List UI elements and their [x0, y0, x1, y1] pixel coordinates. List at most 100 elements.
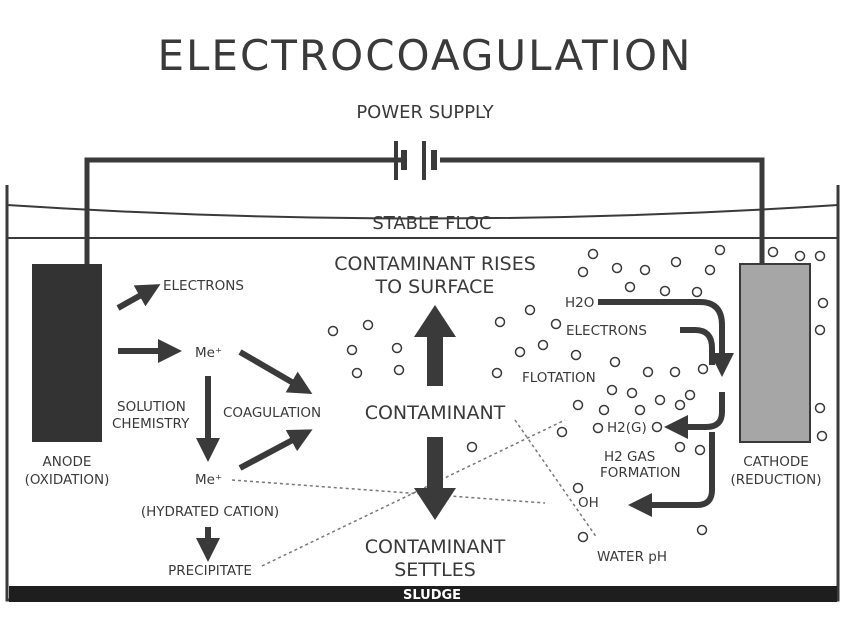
dotted-line-me-to-oh [231, 479, 546, 504]
left-arrows [116, 284, 313, 562]
sludge-label: SLUDGE [403, 588, 461, 603]
battery-icon [394, 141, 437, 180]
cathode-label: CATHODE [743, 454, 809, 470]
dotted-connectors [231, 419, 598, 567]
bubble [794, 250, 806, 262]
bubble [639, 264, 651, 276]
bubble [674, 441, 686, 453]
solution-chemistry-label-2: CHEMISTRY [112, 416, 190, 432]
anode-label: ANODE [43, 454, 92, 470]
bubble [572, 399, 584, 411]
oh-label: OH [578, 495, 599, 511]
anode-electrode [32, 264, 102, 442]
arrow-to-oh [628, 432, 715, 517]
me-plus-label-2: Me⁺ [195, 472, 222, 488]
bubble [577, 531, 589, 543]
bubble [346, 344, 358, 356]
bubble [466, 441, 478, 453]
bubble [592, 422, 604, 434]
bubble [491, 367, 503, 379]
rises-label-2: TO SURFACE [375, 276, 495, 298]
bubble [351, 367, 363, 379]
sludge-layer [9, 586, 837, 602]
bubble [570, 349, 582, 361]
bubble [362, 319, 374, 331]
bubble [697, 363, 709, 375]
arrow-me-to-coagulation [238, 349, 313, 395]
bubble [669, 366, 681, 378]
arrow-down-icon [414, 437, 456, 520]
arrow-to-h2g [664, 392, 725, 439]
bubble [817, 297, 829, 309]
bubble [659, 285, 671, 297]
h2g-label: H2(G) [607, 420, 647, 436]
bubble [767, 246, 779, 258]
bubble [714, 244, 726, 256]
bubble [577, 266, 589, 278]
bubble [651, 421, 663, 433]
bubble [391, 342, 403, 354]
circuit-wire [84, 157, 765, 265]
bubble [654, 394, 666, 406]
bubble [494, 316, 506, 328]
right-arrows [598, 299, 734, 517]
arrow-up-icon [414, 305, 456, 386]
solution-chemistry-label: SOLUTION [117, 399, 186, 415]
me-plus-label-1: Me⁺ [195, 345, 222, 361]
arrow-electrons-to-cathode [680, 327, 715, 365]
bubble [587, 248, 599, 260]
bubble [609, 356, 621, 368]
electrons-label-left: ELECTRONS [163, 278, 244, 294]
bubble [691, 286, 703, 298]
center-arrows [414, 305, 456, 520]
bubble [684, 389, 696, 401]
bubble [572, 482, 584, 494]
bubble [670, 256, 682, 268]
bubble [704, 264, 716, 276]
bubble [556, 426, 568, 438]
h2o-label: H2O [565, 295, 594, 311]
diagram-title: ELECTROCOAGULATION [158, 31, 693, 80]
h2-gas-label-2: FORMATION [600, 465, 681, 481]
stable-floc-label: STABLE FLOC [372, 213, 491, 234]
water-ph-label: WATER pH [597, 549, 667, 565]
arrow-hydrated-to-coagulation [238, 429, 313, 471]
bubble [814, 402, 826, 414]
arrow-to-electrons [116, 284, 161, 311]
precipitate-label: PRECIPITATE [168, 563, 252, 579]
bubble [674, 399, 686, 411]
hydrated-cation-label: (HYDRATED CATION) [141, 504, 279, 520]
bubble [327, 325, 339, 337]
h2-gas-label: H2 GAS [604, 449, 655, 465]
arrow-h2o-to-cathode [598, 299, 734, 377]
bubble [814, 324, 826, 336]
contaminant-label: CONTAMINANT [365, 402, 506, 424]
coagulation-label: COAGULATION [223, 405, 321, 421]
bubble [816, 430, 828, 442]
bubble [624, 281, 636, 293]
dotted-line-precipitate-to-h2g [261, 419, 566, 567]
cathode-electrode [739, 263, 811, 443]
bubble [524, 304, 536, 316]
bubble [550, 318, 562, 330]
bubble [606, 384, 618, 396]
settles-label: CONTAMINANT [365, 536, 506, 558]
bubble [696, 524, 708, 536]
settles-label-2: SETTLES [394, 559, 476, 581]
bubble [634, 404, 646, 416]
flotation-label: FLOTATION [522, 370, 596, 386]
electrons-label-right: ELECTRONS [566, 323, 647, 339]
bubble [642, 366, 654, 378]
bubble [611, 262, 623, 274]
rises-label: CONTAMINANT RISES [334, 253, 536, 275]
bubble [694, 444, 706, 456]
bubble [814, 250, 826, 262]
anode-sublabel: (OXIDATION) [25, 472, 110, 488]
cathode-sublabel: (REDUCTION) [730, 472, 821, 488]
power-supply-label: POWER SUPPLY [356, 102, 494, 123]
bubbles [327, 244, 829, 543]
bubble [598, 404, 610, 416]
bubble [537, 339, 549, 351]
